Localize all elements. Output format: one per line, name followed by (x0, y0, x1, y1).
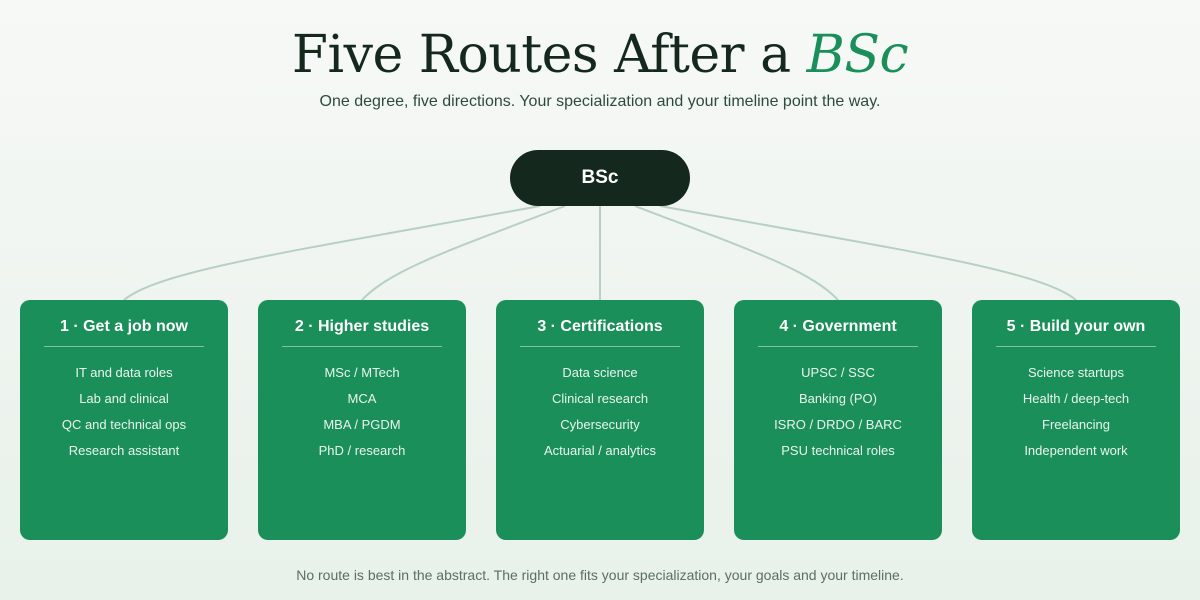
route-item: UPSC / SSC (801, 365, 875, 380)
route-item: IT and data roles (75, 365, 173, 380)
route-item: Lab and clinical (79, 391, 169, 406)
route-title: 3 · Certifications (537, 318, 663, 335)
route-item: PSU technical roles (781, 443, 895, 458)
route-card-build-your-own: 5 · Build your own Science startups Heal… (972, 300, 1180, 540)
route-item: Research assistant (68, 443, 180, 458)
route-item: MSc / MTech (324, 365, 400, 380)
route-item: Data science (562, 365, 638, 380)
route-item: Clinical research (551, 391, 649, 406)
connector-route-4 (634, 205, 839, 301)
route-card-government: 4 · Government UPSC / SSC Banking (PO) I… (734, 300, 942, 540)
route-item: MCA (347, 391, 377, 406)
route-item: PhD / research (318, 443, 406, 458)
connector-route-2 (361, 205, 566, 301)
route-divider (758, 346, 918, 347)
route-item: Actuarial / analytics (544, 443, 656, 458)
route-divider (520, 346, 680, 347)
route-item: Health / deep-tech (1022, 391, 1130, 406)
route-items: Science startups Health / deep-tech Free… (972, 360, 1180, 464)
route-items: MSc / MTech MCA MBA / PGDM PhD / researc… (258, 360, 466, 464)
route-item: MBA / PGDM (323, 417, 401, 432)
route-card-higher-studies: 2 · Higher studies MSc / MTech MCA MBA /… (258, 300, 466, 540)
route-divider (44, 346, 204, 347)
route-items: Data science Clinical research Cybersecu… (496, 360, 704, 464)
route-item: QC and technical ops (61, 417, 187, 432)
route-items: UPSC / SSC Banking (PO) ISRO / DRDO / BA… (734, 360, 942, 464)
footer-note: No route is best in the abstract. The ri… (296, 567, 904, 583)
route-item: ISRO / DRDO / BARC (774, 417, 902, 432)
route-card-certifications: 3 · Certifications Data science Clinical… (496, 300, 704, 540)
route-title: 5 · Build your own (1006, 318, 1146, 335)
route-card-job: 1 · Get a job now IT and data roles Lab … (20, 300, 228, 540)
title-main: Five Routes After a (291, 25, 807, 85)
route-divider (282, 346, 442, 347)
page-title: Five Routes After a BSc (0, 24, 1200, 86)
route-item: Independent work (1024, 443, 1128, 458)
route-item: Science startups (1027, 365, 1125, 380)
route-item: Freelancing (1042, 417, 1110, 432)
connector-route-1 (123, 205, 541, 301)
route-item: Cybersecurity (560, 417, 640, 432)
connector-route-5 (659, 205, 1077, 301)
route-divider (996, 346, 1156, 347)
route-title: 4 · Government (779, 318, 897, 335)
root-node-bsc: BSc (510, 150, 690, 206)
route-title: 1 · Get a job now (59, 318, 188, 335)
page-subtitle: One degree, five directions. Your specia… (319, 93, 881, 110)
route-items: IT and data roles Lab and clinical QC an… (20, 360, 228, 464)
route-item: Banking (PO) (798, 391, 878, 406)
title-accent: BSc (806, 25, 909, 85)
route-title: 2 · Higher studies (294, 318, 430, 335)
